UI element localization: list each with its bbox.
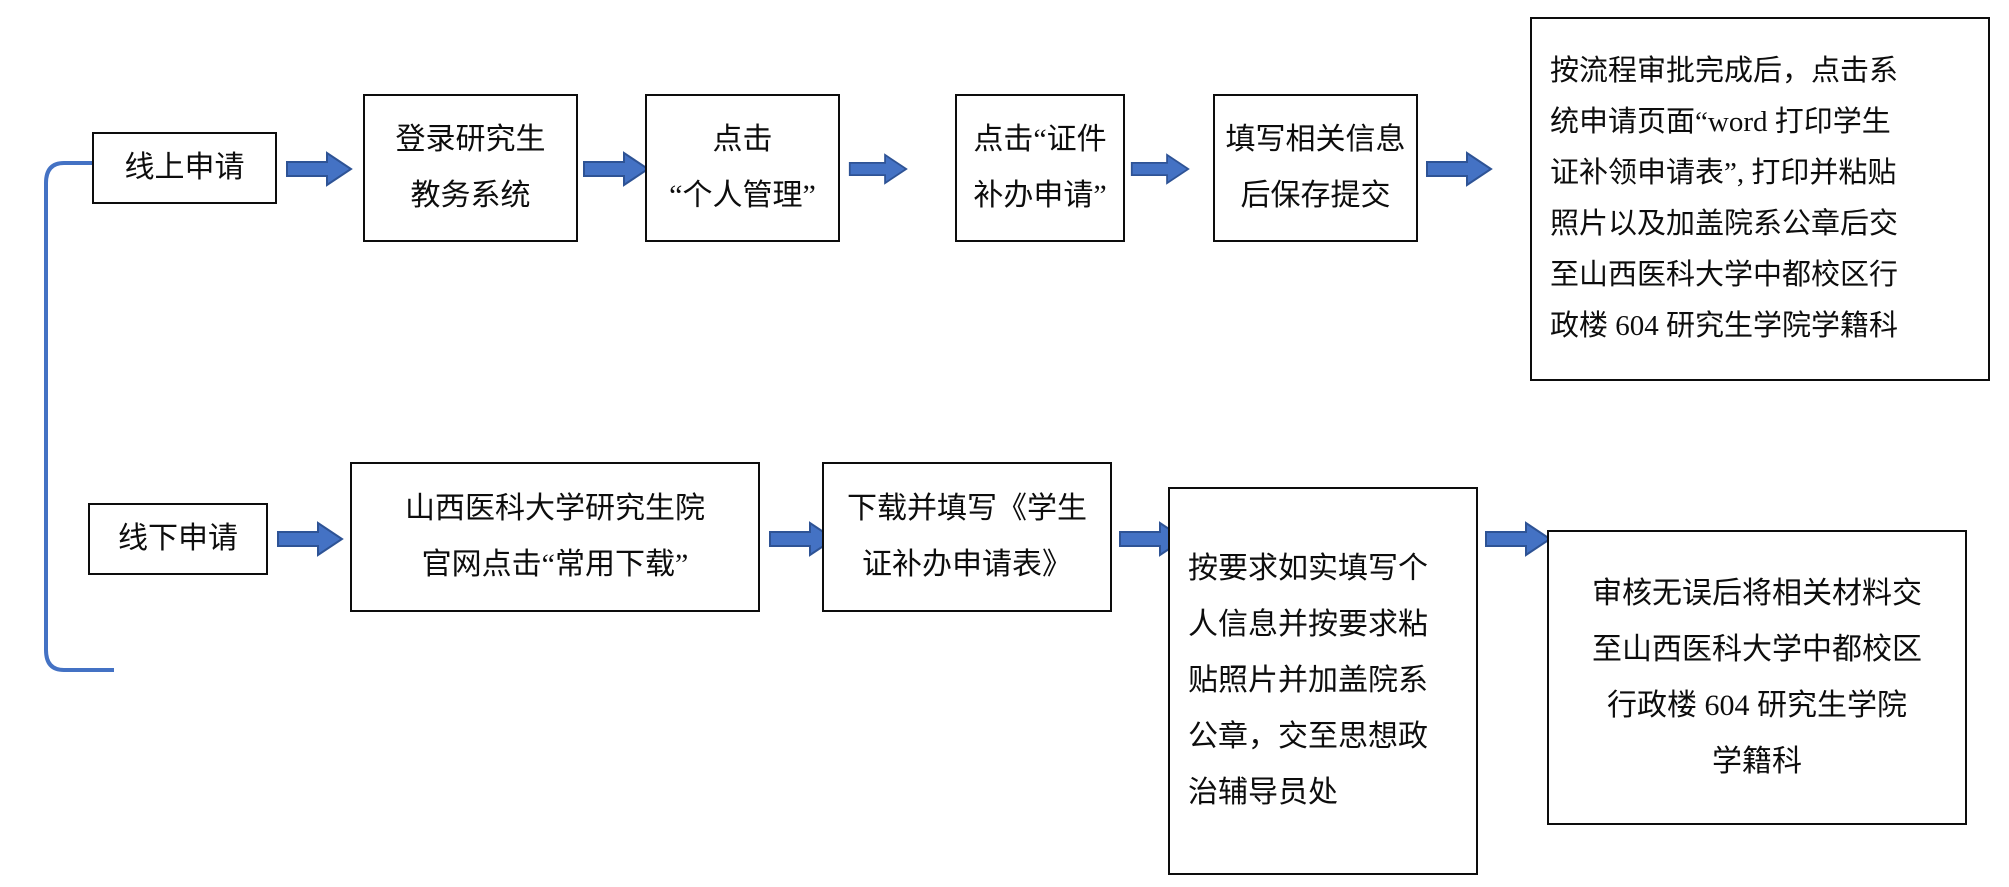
- node-text: 人信息并按要求粘: [1188, 608, 1428, 641]
- arrow-online-step4-to-step5: [1426, 151, 1493, 187]
- node-offline-application[interactable]: 线下申请: [88, 503, 268, 575]
- node-text: 证补领申请表”, 打印并粘贴: [1550, 157, 1897, 189]
- node-text: 登录研究生: [395, 123, 546, 156]
- node-text: 政楼 604 研究生学院学籍科: [1550, 310, 1899, 342]
- node-fill-personal-info-and-seal[interactable]: 按要求如实填写个 人信息并按要求粘 贴照片并加盖院系 公章，交至思想政 治辅导员…: [1168, 487, 1478, 875]
- node-fill-info-and-submit[interactable]: 填写相关信息 后保存提交: [1213, 94, 1418, 242]
- arrow-online-start-to-step1: [286, 151, 353, 187]
- node-text: 官网点击“常用下载”: [421, 548, 689, 581]
- node-text: 线下申请: [118, 522, 238, 555]
- node-text: 治辅导员处: [1188, 776, 1338, 809]
- node-text: 教务系统: [410, 179, 531, 212]
- arrow-offline-step3-to-step4: [1485, 521, 1552, 557]
- node-text: 按要求如实填写个: [1188, 552, 1428, 585]
- node-download-and-fill-form[interactable]: 下载并填写《学生 证补办申请表》: [822, 462, 1112, 612]
- node-text: 线上申请: [124, 151, 245, 184]
- arrow-offline-start-to-step1: [277, 521, 344, 557]
- node-text: 补办申请”: [973, 179, 1107, 212]
- arrow-online-step2-to-step3: [848, 153, 908, 185]
- arrow-online-step1-to-step2: [583, 151, 650, 187]
- node-submit-materials-registry[interactable]: 审核无误后将相关材料交 至山西医科大学中都校区 行政楼 604 研究生学院 学籍…: [1547, 530, 1967, 825]
- node-text: 至山西医科大学中都校区行: [1550, 259, 1899, 291]
- node-text: 点击“证件: [973, 123, 1107, 156]
- node-text: 至山西医科大学中都校区: [1592, 632, 1922, 666]
- node-text: 公章，交至思想政: [1188, 720, 1428, 753]
- node-click-certificate-reapply[interactable]: 点击“证件 补办申请”: [955, 94, 1125, 242]
- node-text: 填写相关信息: [1225, 123, 1406, 156]
- node-online-application[interactable]: 线上申请: [92, 132, 277, 204]
- branch-connector-line: [44, 161, 114, 672]
- node-text: 审核无误后将相关材料交: [1592, 576, 1922, 610]
- node-text: 贴照片并加盖院系: [1188, 664, 1428, 697]
- arrow-online-step3-to-step4: [1130, 153, 1190, 185]
- node-grad-school-website-downloads[interactable]: 山西医科大学研究生院 官网点击“常用下载”: [350, 462, 760, 612]
- node-text: 按流程审批完成后，点击系: [1550, 55, 1899, 87]
- node-text: 山西医科大学研究生院: [405, 492, 705, 525]
- node-text: 证补办申请表》: [862, 548, 1072, 581]
- node-click-personal-management[interactable]: 点击 “个人管理”: [645, 94, 840, 242]
- node-text: 下载并填写《学生: [847, 492, 1087, 525]
- node-text: 学籍科: [1712, 744, 1802, 778]
- node-text: 后保存提交: [1240, 179, 1391, 212]
- node-text: 点击: [712, 123, 773, 156]
- node-login-grad-system[interactable]: 登录研究生 教务系统: [363, 94, 578, 242]
- node-text: 照片以及加盖院系公章后交: [1550, 208, 1899, 240]
- node-text: 统申请页面“word 打印学生: [1550, 106, 1891, 138]
- node-text: 行政楼 604 研究生学院: [1607, 688, 1907, 722]
- node-print-and-submit-materials[interactable]: 按流程审批完成后，点击系 统申请页面“word 打印学生 证补领申请表”, 打印…: [1530, 17, 1990, 381]
- node-text: “个人管理”: [669, 179, 816, 212]
